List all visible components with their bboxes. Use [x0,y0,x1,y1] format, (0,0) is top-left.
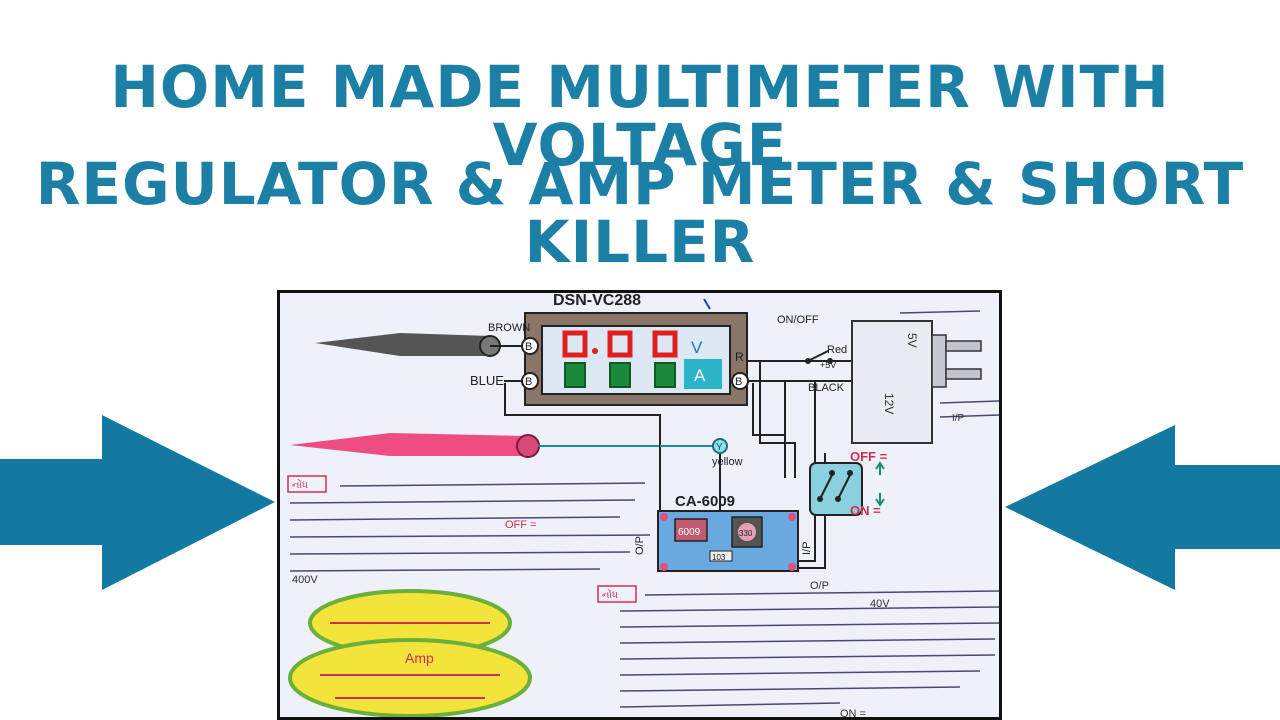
op-label: O/P [634,536,646,555]
pin-r-label: R [735,350,744,364]
brown-wire-label: BROWN [488,322,530,334]
snippet-on: ON = [840,708,866,720]
boost-module: 6009 330 103 [657,510,799,572]
snippet-ip: I/P [952,413,965,424]
meter-model-label: DSN-VC288 [553,293,641,309]
probe-brown [315,333,528,357]
yellow-wire-label: yellow [712,456,743,468]
probe-red [290,433,660,458]
y-junction-label: Y [716,442,723,453]
unit-v-label: V [691,338,703,357]
module-chip-label: 6009 [678,527,701,538]
arrow-left-icon [1005,425,1280,590]
selector-switch [809,462,863,516]
snippet-400v: 400V [292,574,318,586]
adapter-5v-label: 5V [905,333,919,348]
unit-a-label: A [694,366,706,385]
module-label: CA-6009 [675,493,735,510]
pin-b-top: B [525,341,532,353]
onoff-label: ON/OFF [777,314,819,326]
note2-tag: નોંધ [602,588,618,601]
note1-tag: નોંધ [292,478,308,491]
module-code-label: 103 [712,553,726,562]
adapter-12v-label: 12V [882,393,896,414]
ip-label: I/P [801,542,813,555]
blue-wire-label: BLUE [470,373,504,388]
on-label: ON = [850,503,881,518]
snippet-off: OFF = [505,519,536,531]
handwritten-notes-right [597,310,999,708]
voltmeter-display: V A [524,312,748,406]
module-pot-label: 330 [739,529,753,538]
snippet-amp: Amp [405,650,434,666]
snippet-op: O/P [810,580,829,592]
plus5v-label: +5V [820,360,836,370]
snippet-40v: 40V [870,598,890,610]
highlight-bubbles [288,589,532,717]
pin-b-right: B [735,376,742,388]
arrow-right-icon [0,415,275,590]
power-adapter: 5V 12V [851,320,982,444]
title-line-2: REGULATOR & AMP METER & SHORT KILLER [35,150,1245,276]
circuit-diagram-photo: DSN-VC288 V A B B R B BROWN BLUE [277,290,1002,720]
title-line-1: HOME MADE MULTIMETER WITH VOLTAGE [110,53,1170,179]
black-wire-label: BLACK [808,382,845,394]
pin-b-bottom: B [525,376,532,388]
red-wire-label: Red [827,344,847,356]
handwritten-notes-left [287,475,651,572]
off-label: OFF = [850,449,888,464]
